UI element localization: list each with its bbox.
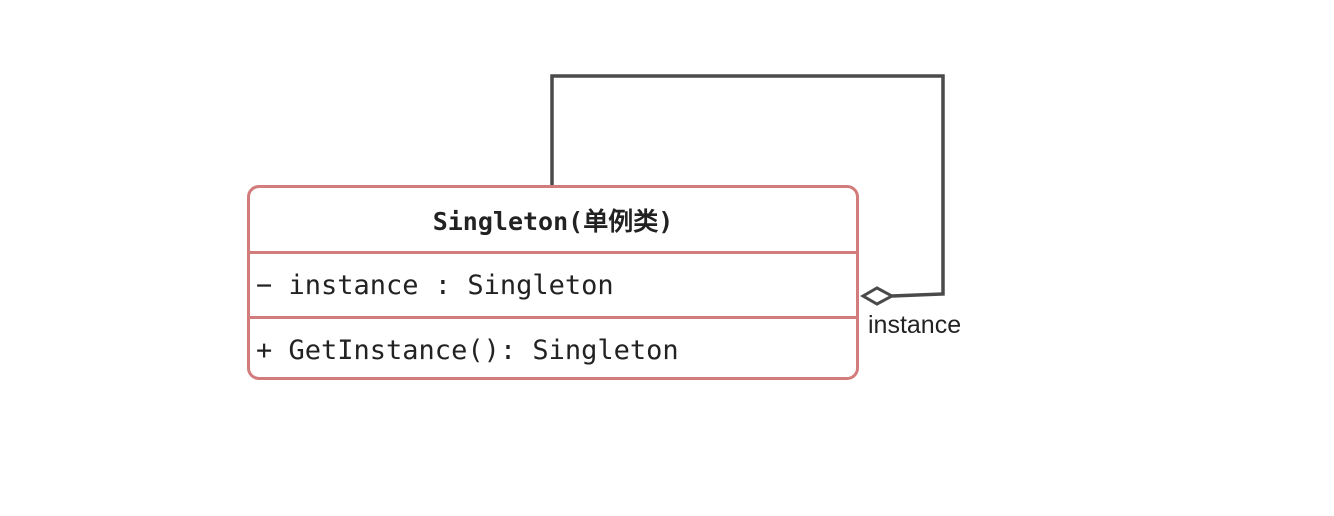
- association-role-label: instance: [868, 311, 962, 339]
- association-line: [550, 74, 945, 298]
- class-operation-getinstance: + GetInstance(): Singleton: [250, 316, 856, 377]
- class-name: Singleton(单例类): [432, 206, 674, 236]
- aggregation-diamond-icon: [859, 286, 896, 306]
- singleton-class-box[interactable]: Singleton(单例类) − instance : Singleton + …: [247, 185, 859, 380]
- class-attribute-instance: − instance : Singleton: [250, 251, 856, 316]
